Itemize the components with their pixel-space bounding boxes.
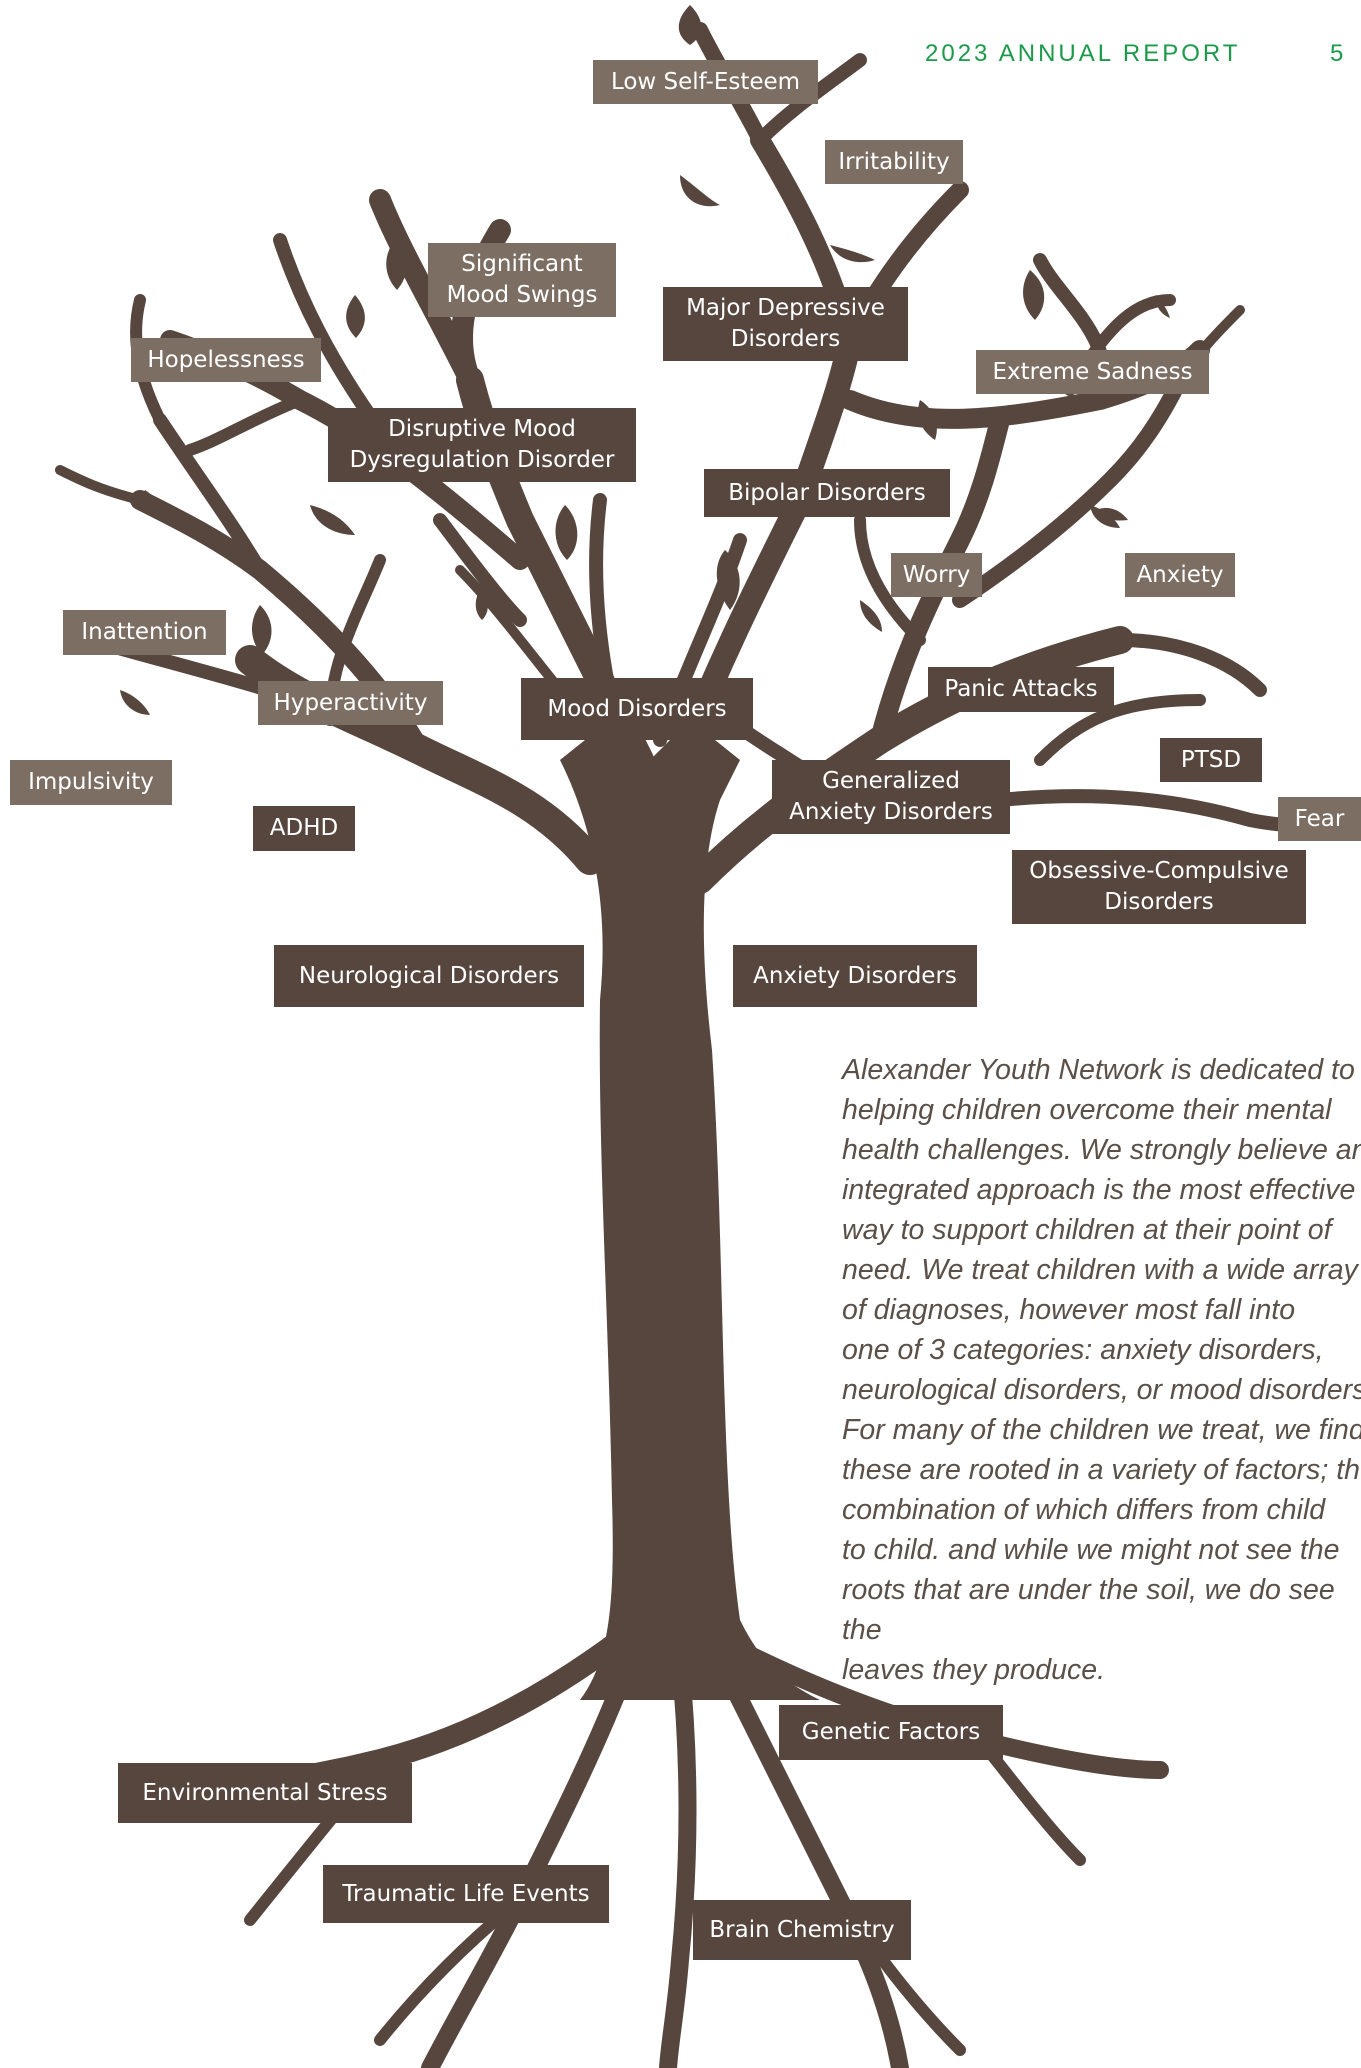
label-panic-attacks: Panic Attacks — [928, 667, 1114, 712]
label-anxiety-disorders: Anxiety Disorders — [733, 945, 977, 1007]
label-bipolar-disorders: Bipolar Disorders — [704, 469, 950, 517]
label-irritability: Irritability — [825, 140, 963, 184]
label-impulsivity: Impulsivity — [10, 760, 172, 805]
label-obsessive-compulsive-disorders: Obsessive-Compulsive Disorders — [1012, 850, 1306, 924]
label-anxiety: Anxiety — [1125, 553, 1235, 597]
label-ptsd: PTSD — [1160, 738, 1262, 782]
report-header-title: 2023 ANNUAL REPORT — [925, 40, 1241, 67]
label-generalized-anxiety-disorders: Generalized Anxiety Disorders — [772, 760, 1010, 834]
label-extreme-sadness: Extreme Sadness — [976, 350, 1209, 394]
label-worry: Worry — [891, 553, 982, 597]
label-environmental-stress: Environmental Stress — [118, 1763, 412, 1823]
label-neurological-disorders: Neurological Disorders — [274, 945, 584, 1007]
label-traumatic-life-events: Traumatic Life Events — [323, 1865, 609, 1923]
label-mood-disorders: Mood Disorders — [521, 678, 753, 740]
label-low-self-esteem: Low Self-Esteem — [593, 60, 818, 104]
label-disruptive-mood-dysregulation-disorder: Disruptive Mood Dysregulation Disorder — [328, 408, 636, 482]
label-adhd: ADHD — [253, 806, 355, 851]
label-genetic-factors: Genetic Factors — [779, 1705, 1003, 1760]
label-inattention: Inattention — [63, 610, 226, 655]
label-hopelessness: Hopelessness — [131, 338, 321, 382]
label-major-depressive-disorders: Major Depressive Disorders — [663, 287, 908, 361]
label-brain-chemistry: Brain Chemistry — [693, 1900, 911, 1960]
intro-paragraph: Alexander Youth Network is dedicated to … — [842, 1054, 1361, 1686]
page-number: 5 — [1330, 40, 1347, 67]
label-fear: Fear — [1278, 797, 1361, 841]
label-hyperactivity: Hyperactivity — [258, 681, 443, 725]
label-significant-mood-swings: Significant Mood Swings — [428, 243, 616, 317]
